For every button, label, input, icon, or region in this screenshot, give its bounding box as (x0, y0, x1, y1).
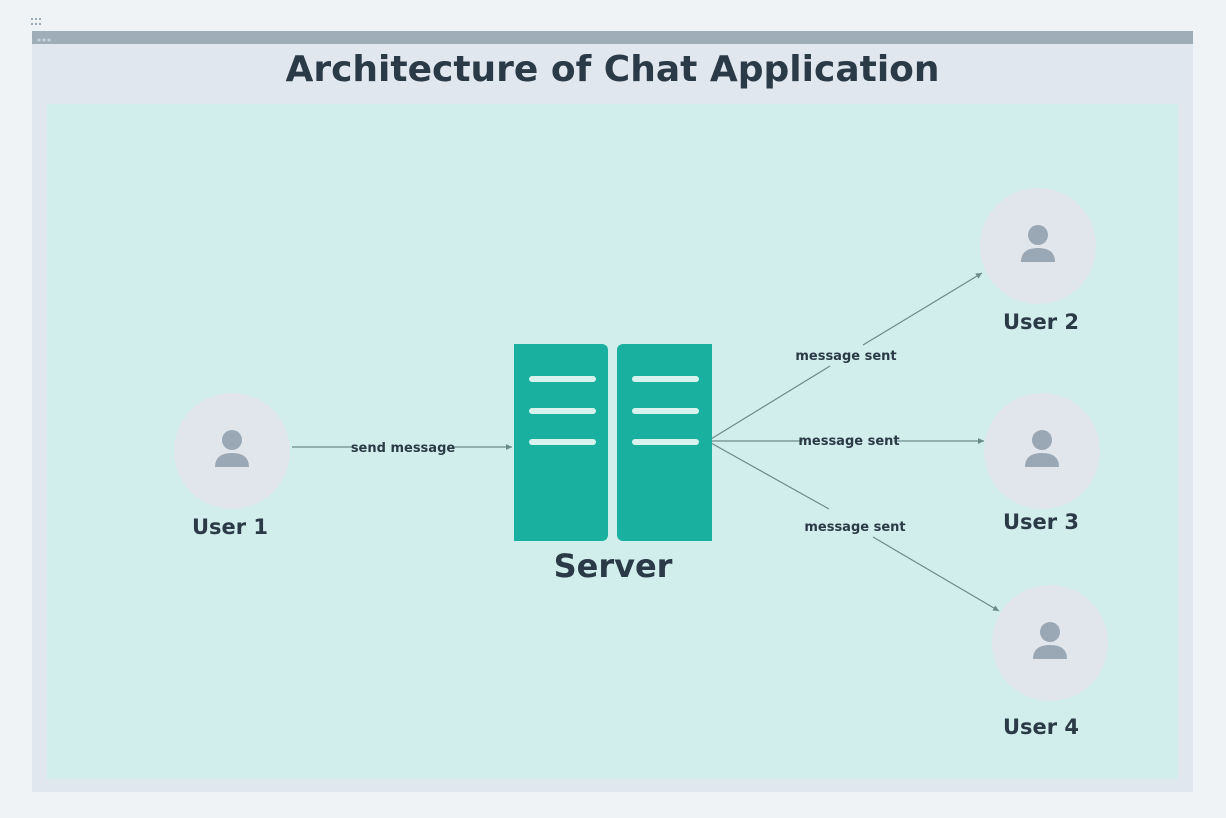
person-icon (1025, 430, 1059, 467)
edge-server-user4[interactable]: message sent (710, 442, 1000, 612)
diagram-canvas: send message message sent message sent m… (47, 104, 1178, 779)
user1-avatar (174, 393, 290, 509)
edge-label-message-sent-user2: message sent (795, 349, 896, 364)
user3-label: User 3 (1003, 510, 1079, 534)
person-icon (1033, 622, 1067, 659)
person-icon (215, 430, 249, 467)
edge-label-message-sent-user4: message sent (804, 520, 905, 535)
architecture-diagram: send message message sent message sent m… (174, 188, 1108, 739)
edge-label-send-message: send message (351, 441, 456, 456)
user1-node[interactable]: User 1 (174, 393, 290, 539)
user2-label: User 2 (1003, 310, 1079, 334)
diagram-frame: Architecture of Chat Application send me… (32, 31, 1193, 792)
edge-server-user2[interactable]: message sent (710, 272, 983, 440)
user4-node[interactable]: User 4 (992, 585, 1108, 739)
user2-node[interactable]: User 2 (980, 188, 1096, 334)
window-dots-icon (37, 38, 51, 42)
diagram-title: Architecture of Chat Application (285, 49, 940, 90)
user1-label: User 1 (192, 515, 268, 539)
drag-handle-icon[interactable] (31, 17, 45, 27)
edge-server-user3[interactable]: message sent (711, 434, 984, 449)
server-node[interactable]: Server (514, 344, 712, 585)
user3-node[interactable]: User 3 (984, 393, 1100, 534)
user2-avatar (980, 188, 1096, 304)
edge-user1-server[interactable]: send message (292, 441, 512, 456)
edge-label-message-sent-user3: message sent (798, 434, 899, 449)
frame-header[interactable] (32, 31, 1193, 44)
user3-avatar (984, 393, 1100, 509)
user4-label: User 4 (1003, 715, 1079, 739)
user4-avatar (992, 585, 1108, 701)
server-label: Server (554, 547, 673, 585)
person-icon (1021, 225, 1055, 262)
server-icon (514, 344, 712, 541)
